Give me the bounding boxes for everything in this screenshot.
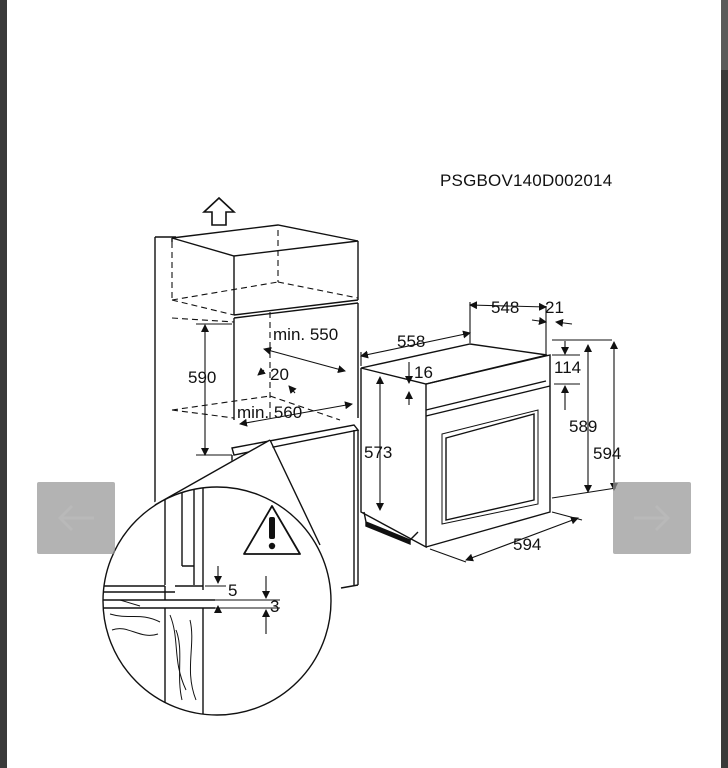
oven-total-height-label: 594 <box>593 444 621 463</box>
oven-drawing <box>360 343 551 549</box>
previous-image-button[interactable] <box>37 482 115 554</box>
right-scrollbar[interactable] <box>721 0 728 70</box>
oven-door-thickness-label: 21 <box>545 298 564 317</box>
detail-gap-3-label: 3 <box>270 597 279 616</box>
arrow-right-icon <box>634 504 671 532</box>
detail-callout <box>102 439 332 716</box>
oven-inner-height-label: 589 <box>569 417 597 436</box>
cabinet-height-label: 590 <box>188 368 216 387</box>
diagram-code: PSGBOV140D002014 <box>440 171 613 190</box>
oven-top-depth-label: 548 <box>491 298 519 317</box>
oven-panel-label: 16 <box>414 363 433 382</box>
detail-section <box>103 487 215 715</box>
cabinet-min-depth-label: min. 550 <box>273 325 338 344</box>
cabinet-gap-label: 20 <box>270 365 289 384</box>
oven-width-label: 594 <box>513 535 541 554</box>
right-border <box>721 0 728 768</box>
left-border <box>0 0 7 768</box>
up-arrow-icon <box>201 196 237 226</box>
oven-control-height-label: 114 <box>554 358 581 377</box>
warning-icon <box>243 505 301 555</box>
arrow-left-icon <box>57 504 94 532</box>
detail-gap-5-label: 5 <box>228 581 237 600</box>
detail-dimensions <box>205 566 280 634</box>
cabinet-min-width-label: min. 560 <box>237 403 302 422</box>
oven-side-depth-label: 558 <box>397 332 425 351</box>
oven-dimensions <box>360 301 618 563</box>
cabinet-dimensions <box>196 323 353 456</box>
oven-body-height-label: 573 <box>364 443 392 462</box>
next-image-button[interactable] <box>613 482 691 554</box>
